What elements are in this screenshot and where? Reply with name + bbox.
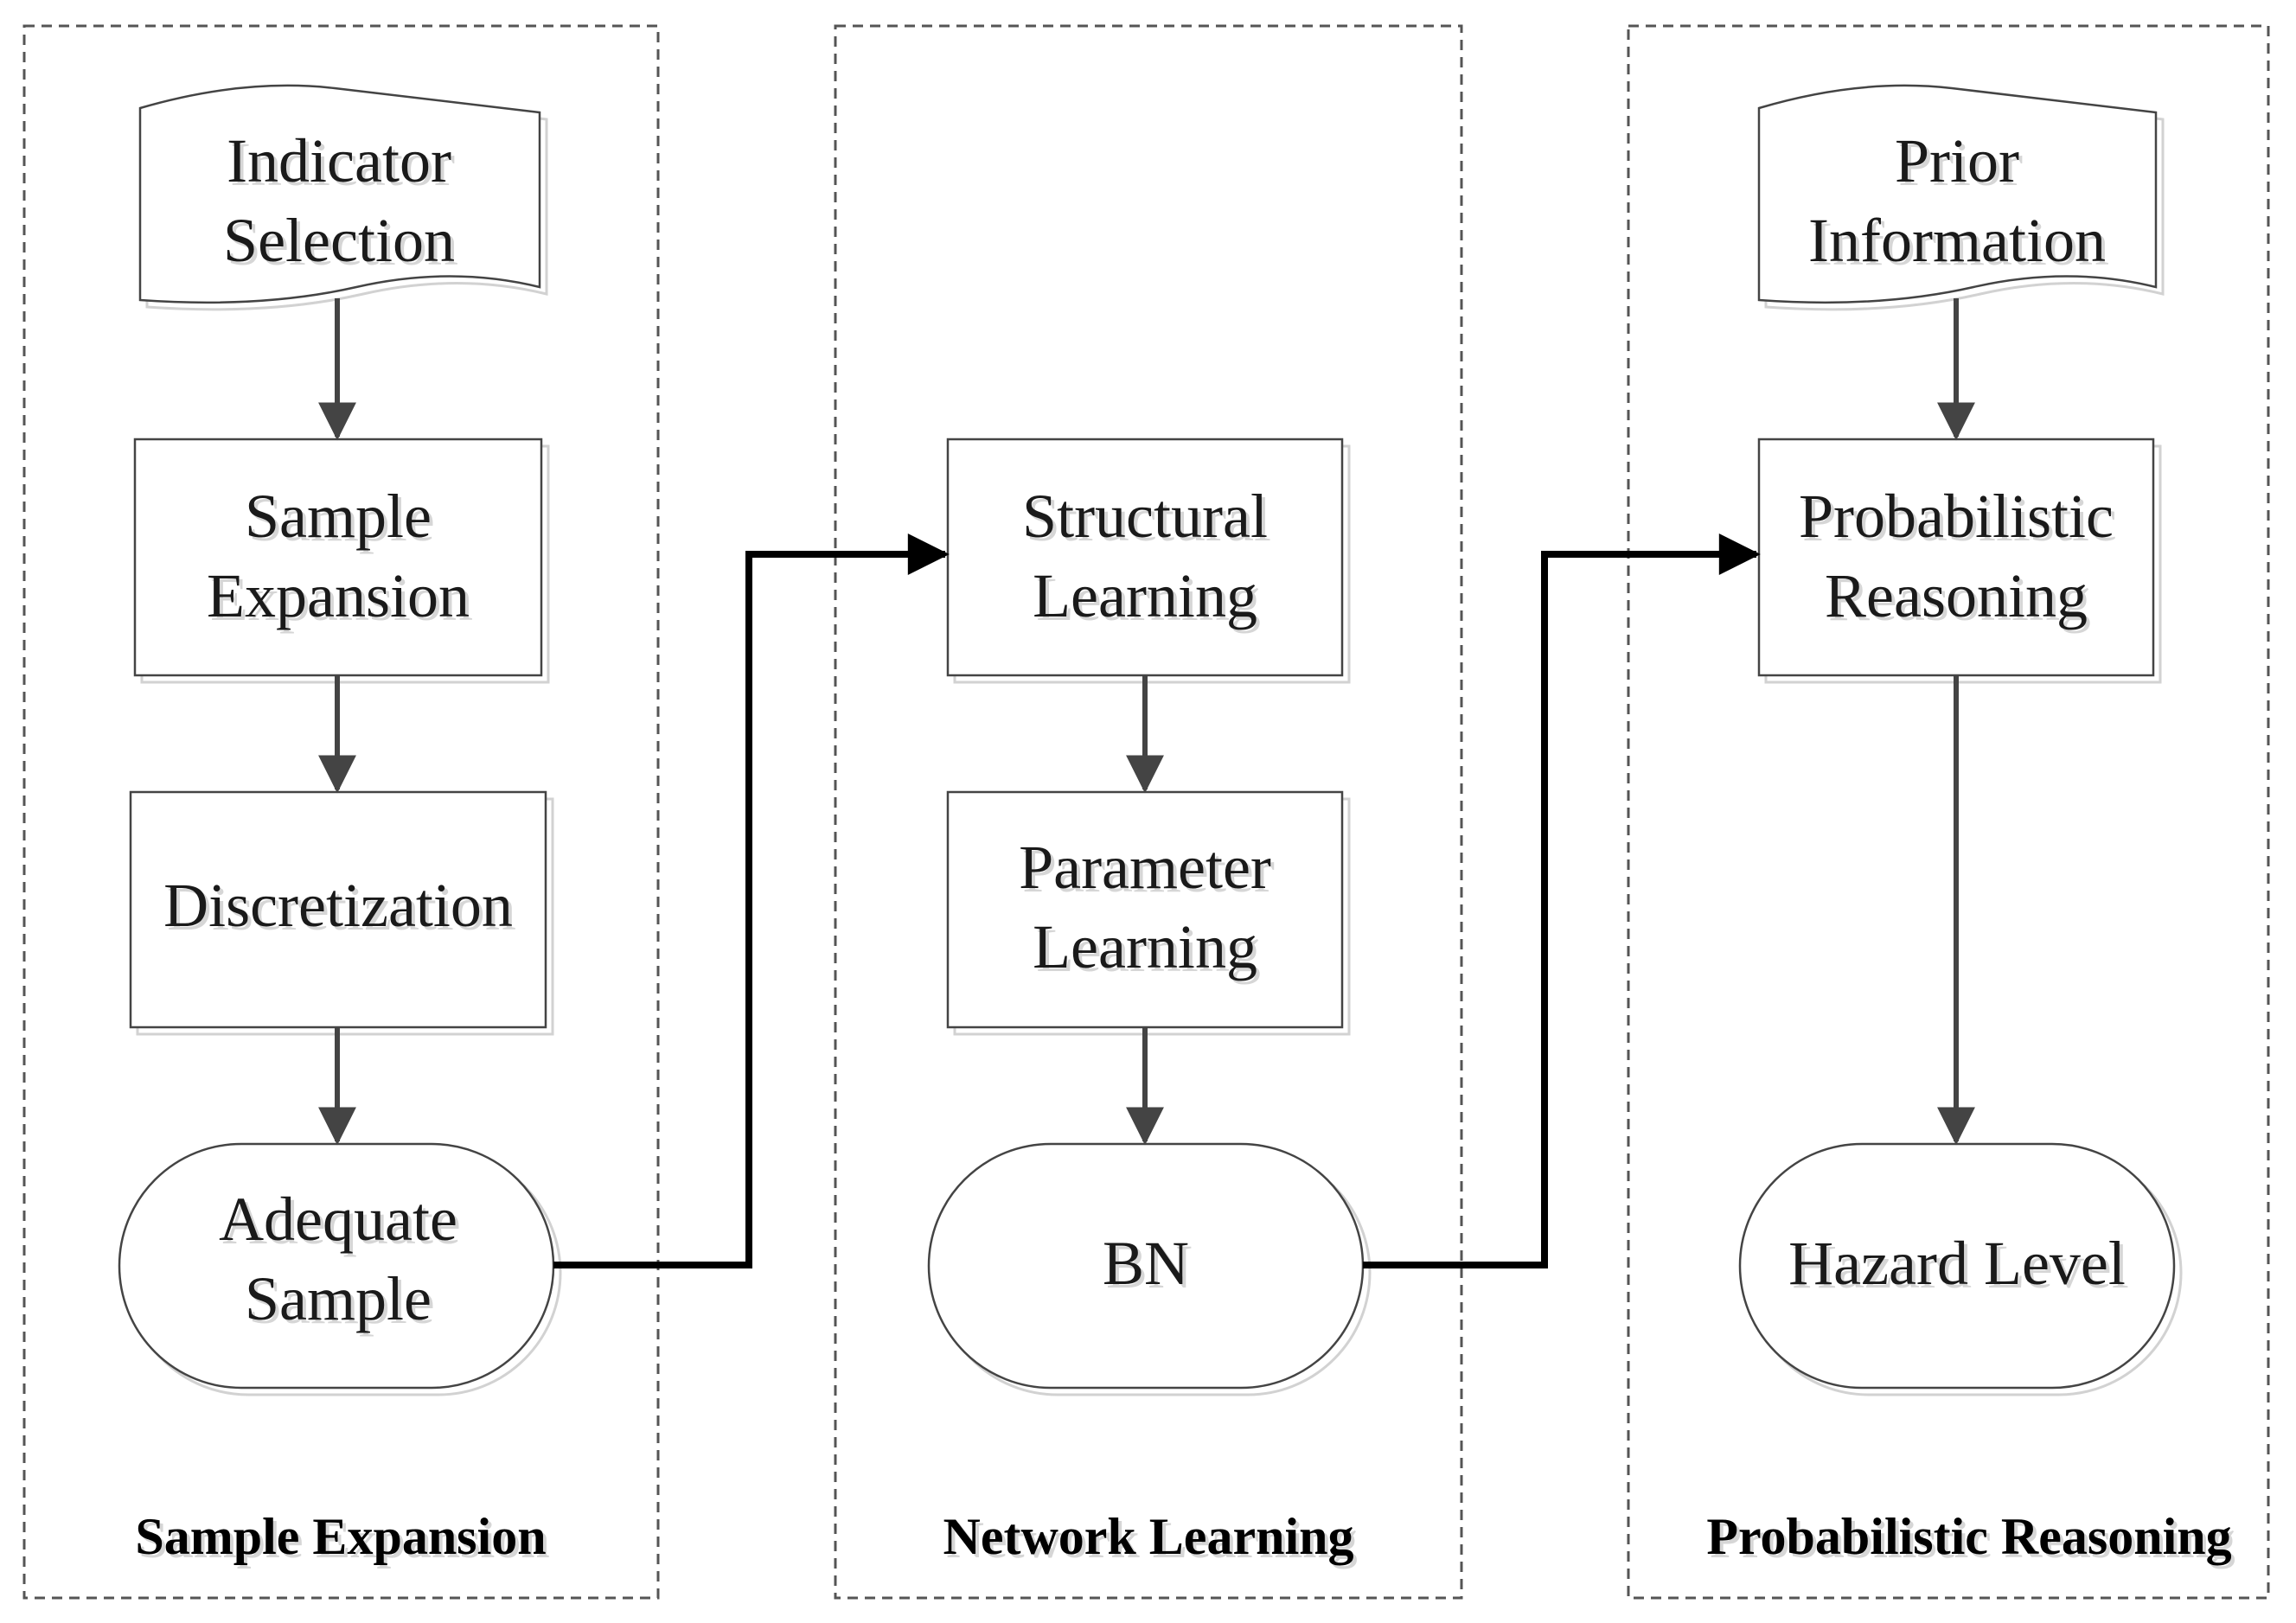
node-bn-shadow: BN (1106, 1232, 1193, 1301)
node-hazard-level-shadow: Hazard Level (1792, 1232, 2129, 1301)
lane-title-sample-expansion: Sample Expansion (135, 1508, 546, 1565)
node-indicator-selection-line2: Selection (223, 206, 455, 275)
node-parameter-learning-line1-shadow: Parameter (1022, 836, 1275, 905)
lane-frame-network-learning (834, 24, 1463, 1600)
node-hazard-level-text: Hazard Level (1788, 1229, 2126, 1298)
lane-title-sample-expansion-shadow: Sample Expansion (138, 1511, 549, 1569)
node-sample-expansion: Sample Expansion Sample Expansion (133, 438, 550, 684)
node-adequate-sample: Adequate Sample Adequate Sample (118, 1142, 562, 1396)
lane-title-probabilistic-reasoning: Probabilistic Reasoning (1706, 1508, 2231, 1565)
node-sample-expansion-line1-shadow: Sample (248, 485, 435, 554)
node-parameter-learning: Parameter Learning Parameter Learning (946, 790, 1351, 1036)
node-indicator-selection-line2-shadow: Selection (227, 209, 458, 278)
node-probabilistic-reasoning-line2-shadow: Reasoning (1828, 565, 2091, 634)
node-sample-expansion-line2: Expansion (207, 561, 470, 630)
node-probabilistic-reasoning: Probabilistic Reasoning Probabilistic Re… (1757, 438, 2162, 684)
node-adequate-sample-line2-shadow: Sample (248, 1268, 435, 1337)
node-sample-expansion-line2-shadow: Expansion (210, 565, 473, 634)
node-structural-learning: Structural Learning Structural Learning (946, 438, 1351, 684)
node-sample-expansion-line1: Sample (245, 482, 432, 551)
node-probabilistic-reasoning-line1: Probabilistic (1799, 482, 2114, 551)
node-adequate-sample-line1: Adequate (219, 1185, 457, 1254)
node-prior-information: Prior Information Prior Information (1757, 84, 2165, 311)
node-discretization-text: Discretization (163, 871, 513, 940)
arrow-bn-to-reasoning (1363, 534, 1761, 1268)
node-prior-information-line2-shadow: Information (1812, 209, 2109, 278)
node-indicator-selection-line1-shadow: Indicator (230, 130, 455, 199)
node-probabilistic-reasoning-line2: Reasoning (1825, 561, 2088, 630)
node-structural-learning-line1: Structural (1022, 482, 1268, 551)
node-prior-information-line1-shadow: Prior (1898, 130, 2023, 199)
node-parameter-learning-line2-shadow: Learning (1036, 916, 1261, 985)
node-parameter-learning-line2: Learning (1033, 912, 1257, 981)
node-bn: BN BN (927, 1142, 1372, 1396)
node-bn-text: BN (1103, 1229, 1189, 1298)
node-adequate-sample-line2: Sample (245, 1264, 432, 1333)
node-structural-learning-line2: Learning (1033, 561, 1257, 630)
lane-title-probabilistic-reasoning-shadow: Probabilistic Reasoning (1710, 1511, 2235, 1569)
lane-frame-probabilistic-reasoning (1627, 24, 2270, 1600)
lane-title-network-learning-shadow: Network Learning (947, 1511, 1358, 1569)
node-structural-learning-line1-shadow: Structural (1026, 485, 1271, 554)
lane-frame-sample-expansion (22, 24, 660, 1600)
node-parameter-learning-line1: Parameter (1019, 833, 1271, 902)
node-indicator-selection: Indicator Selection Indicator Selection (138, 84, 548, 311)
node-prior-information-line2: Information (1808, 206, 2106, 275)
lane-title-network-learning: Network Learning (943, 1508, 1354, 1565)
node-probabilistic-reasoning-line1-shadow: Probabilistic (1802, 485, 2117, 554)
node-discretization: Discretization Discretization (129, 790, 554, 1036)
node-indicator-selection-line1: Indicator (227, 126, 451, 195)
node-discretization-shadow: Discretization (167, 874, 516, 943)
node-prior-information-line1: Prior (1895, 126, 2019, 195)
node-hazard-level: Hazard Level Hazard Level (1738, 1142, 2183, 1396)
node-structural-learning-line2-shadow: Learning (1036, 565, 1261, 634)
node-adequate-sample-line1-shadow: Adequate (222, 1188, 461, 1257)
arrow-adequate-to-structural (553, 534, 950, 1268)
